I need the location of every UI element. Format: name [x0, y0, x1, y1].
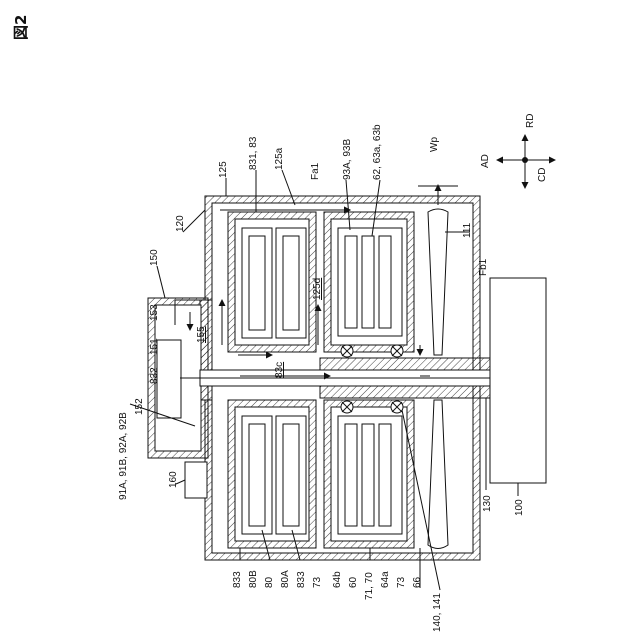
label-wp: Wp	[429, 137, 440, 152]
axis-indicator: AD RD CD	[480, 114, 555, 188]
label-80b: 80B	[248, 570, 259, 588]
label-73-left: 73	[312, 576, 323, 588]
label-160: 160	[168, 471, 179, 488]
label-80: 80	[264, 576, 275, 588]
label-80a: 80A	[280, 570, 291, 588]
label-73-right: 73	[396, 576, 407, 588]
label-155: 155	[196, 326, 207, 343]
label-125d: 125d	[312, 278, 323, 300]
label-93a-93b: 93A, 93B	[342, 139, 353, 180]
label-100: 100	[514, 499, 525, 516]
shaft-140	[180, 358, 500, 398]
label-832: 832	[149, 367, 160, 384]
label-140-141: 140, 141	[432, 593, 443, 632]
label-fb1: Fb1	[478, 258, 489, 276]
component-151	[157, 340, 181, 418]
axis-cd-label: CD	[537, 168, 548, 182]
label-fa1: Fa1	[310, 162, 321, 180]
label-125a: 125a	[274, 147, 285, 170]
label-60: 60	[348, 576, 359, 588]
label-83c: 83c	[274, 362, 285, 378]
unit-80-upper	[228, 212, 316, 352]
label-151: 151	[149, 338, 160, 355]
unit-60-lower	[324, 400, 414, 548]
label-125: 125	[218, 161, 229, 178]
figure-title: 図2	[12, 15, 30, 40]
label-831-83: 831, 83	[248, 136, 259, 170]
label-71-70: 71, 70	[364, 572, 375, 600]
label-66: 66	[412, 576, 423, 588]
label-150: 150	[149, 249, 160, 266]
label-91a-91b-92a-92b: 91A, 91B, 92A, 92B	[118, 412, 129, 500]
unit-80-lower	[228, 400, 316, 548]
label-62-63a-63b: 62, 63a, 63b	[372, 124, 383, 180]
axis-ad-label: AD	[480, 154, 491, 168]
label-152: 152	[134, 398, 145, 415]
label-64a: 64a	[380, 571, 391, 588]
label-153: 153	[149, 304, 160, 321]
axis-rd-label: RD	[525, 114, 536, 128]
device-100	[490, 278, 546, 483]
label-64b: 64b	[332, 571, 343, 588]
label-120: 120	[175, 215, 186, 232]
label-833-right: 833	[296, 571, 307, 588]
label-130: 130	[482, 495, 493, 512]
unit-60-upper	[324, 212, 414, 357]
label-833-left: 833	[232, 571, 243, 588]
component-160	[185, 462, 207, 498]
label-111: 111	[462, 222, 473, 238]
